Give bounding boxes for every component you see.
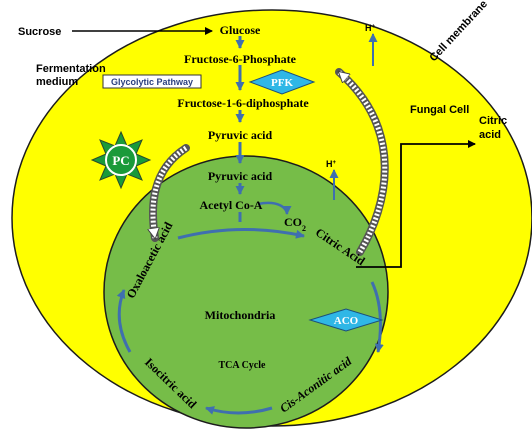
sucrose-label: Sucrose <box>18 26 61 38</box>
pc-sun-core <box>105 144 137 176</box>
arrow-citric-cisaconitic <box>370 281 384 353</box>
glucose-label: Glucose <box>220 23 261 37</box>
glycolytic-pathway-label: Glycolytic Pathway <box>111 77 193 87</box>
dotted-arrow-pfk-inner <box>337 70 388 254</box>
fermentation-medium-label-line1: Fermentation <box>36 63 106 75</box>
arrow-acetyl-co2 <box>257 201 292 215</box>
cell-membrane-label: Cell membrane <box>427 0 490 64</box>
dotted-arrow-pc-inner <box>153 145 188 238</box>
enzyme-aco: ACO <box>334 315 359 327</box>
enzyme-pfk: PFK <box>271 77 293 89</box>
arrow-isocitric-oxaloacetic <box>116 289 132 353</box>
tca-cycle-label: TCA Cycle <box>219 360 267 371</box>
aco-diamond <box>308 308 384 332</box>
pc-sun-icon <box>90 130 152 190</box>
arrow-cisaconitic-isocitric <box>205 406 273 415</box>
proton-outer-label: H+ <box>365 23 376 33</box>
glycolytic-pathway-box <box>102 74 202 89</box>
arrow-citric-export <box>356 140 476 268</box>
f16dp-label: Fructose-1-6-diphosphate <box>177 96 309 110</box>
enzyme-pc: PC <box>112 153 129 168</box>
fungal-cell-label: Fungal Cell <box>410 104 469 116</box>
pyruvic-mito-label: Pyruvic acid <box>208 169 273 183</box>
pyruvic-cytosol-label: Pyruvic acid <box>208 128 273 142</box>
arrow-acetyl-citric <box>177 228 305 240</box>
mitochondria-label: Mitochondria <box>205 308 276 322</box>
pfk-diamond <box>248 69 316 95</box>
fermentation-medium-label-line2: medium <box>36 76 78 88</box>
co2-label: CO2 <box>284 215 306 233</box>
mitochondrion <box>103 155 389 429</box>
f6p-label: Fructose-6-Phosphate <box>184 52 297 66</box>
proton-inner-label: H+ <box>326 159 337 169</box>
citric-acid-output-line2: acid <box>479 129 501 141</box>
acetyl-coa-label: Acetyl Co-A <box>200 198 263 212</box>
citric-acid-output-line1: Citric <box>479 115 507 127</box>
